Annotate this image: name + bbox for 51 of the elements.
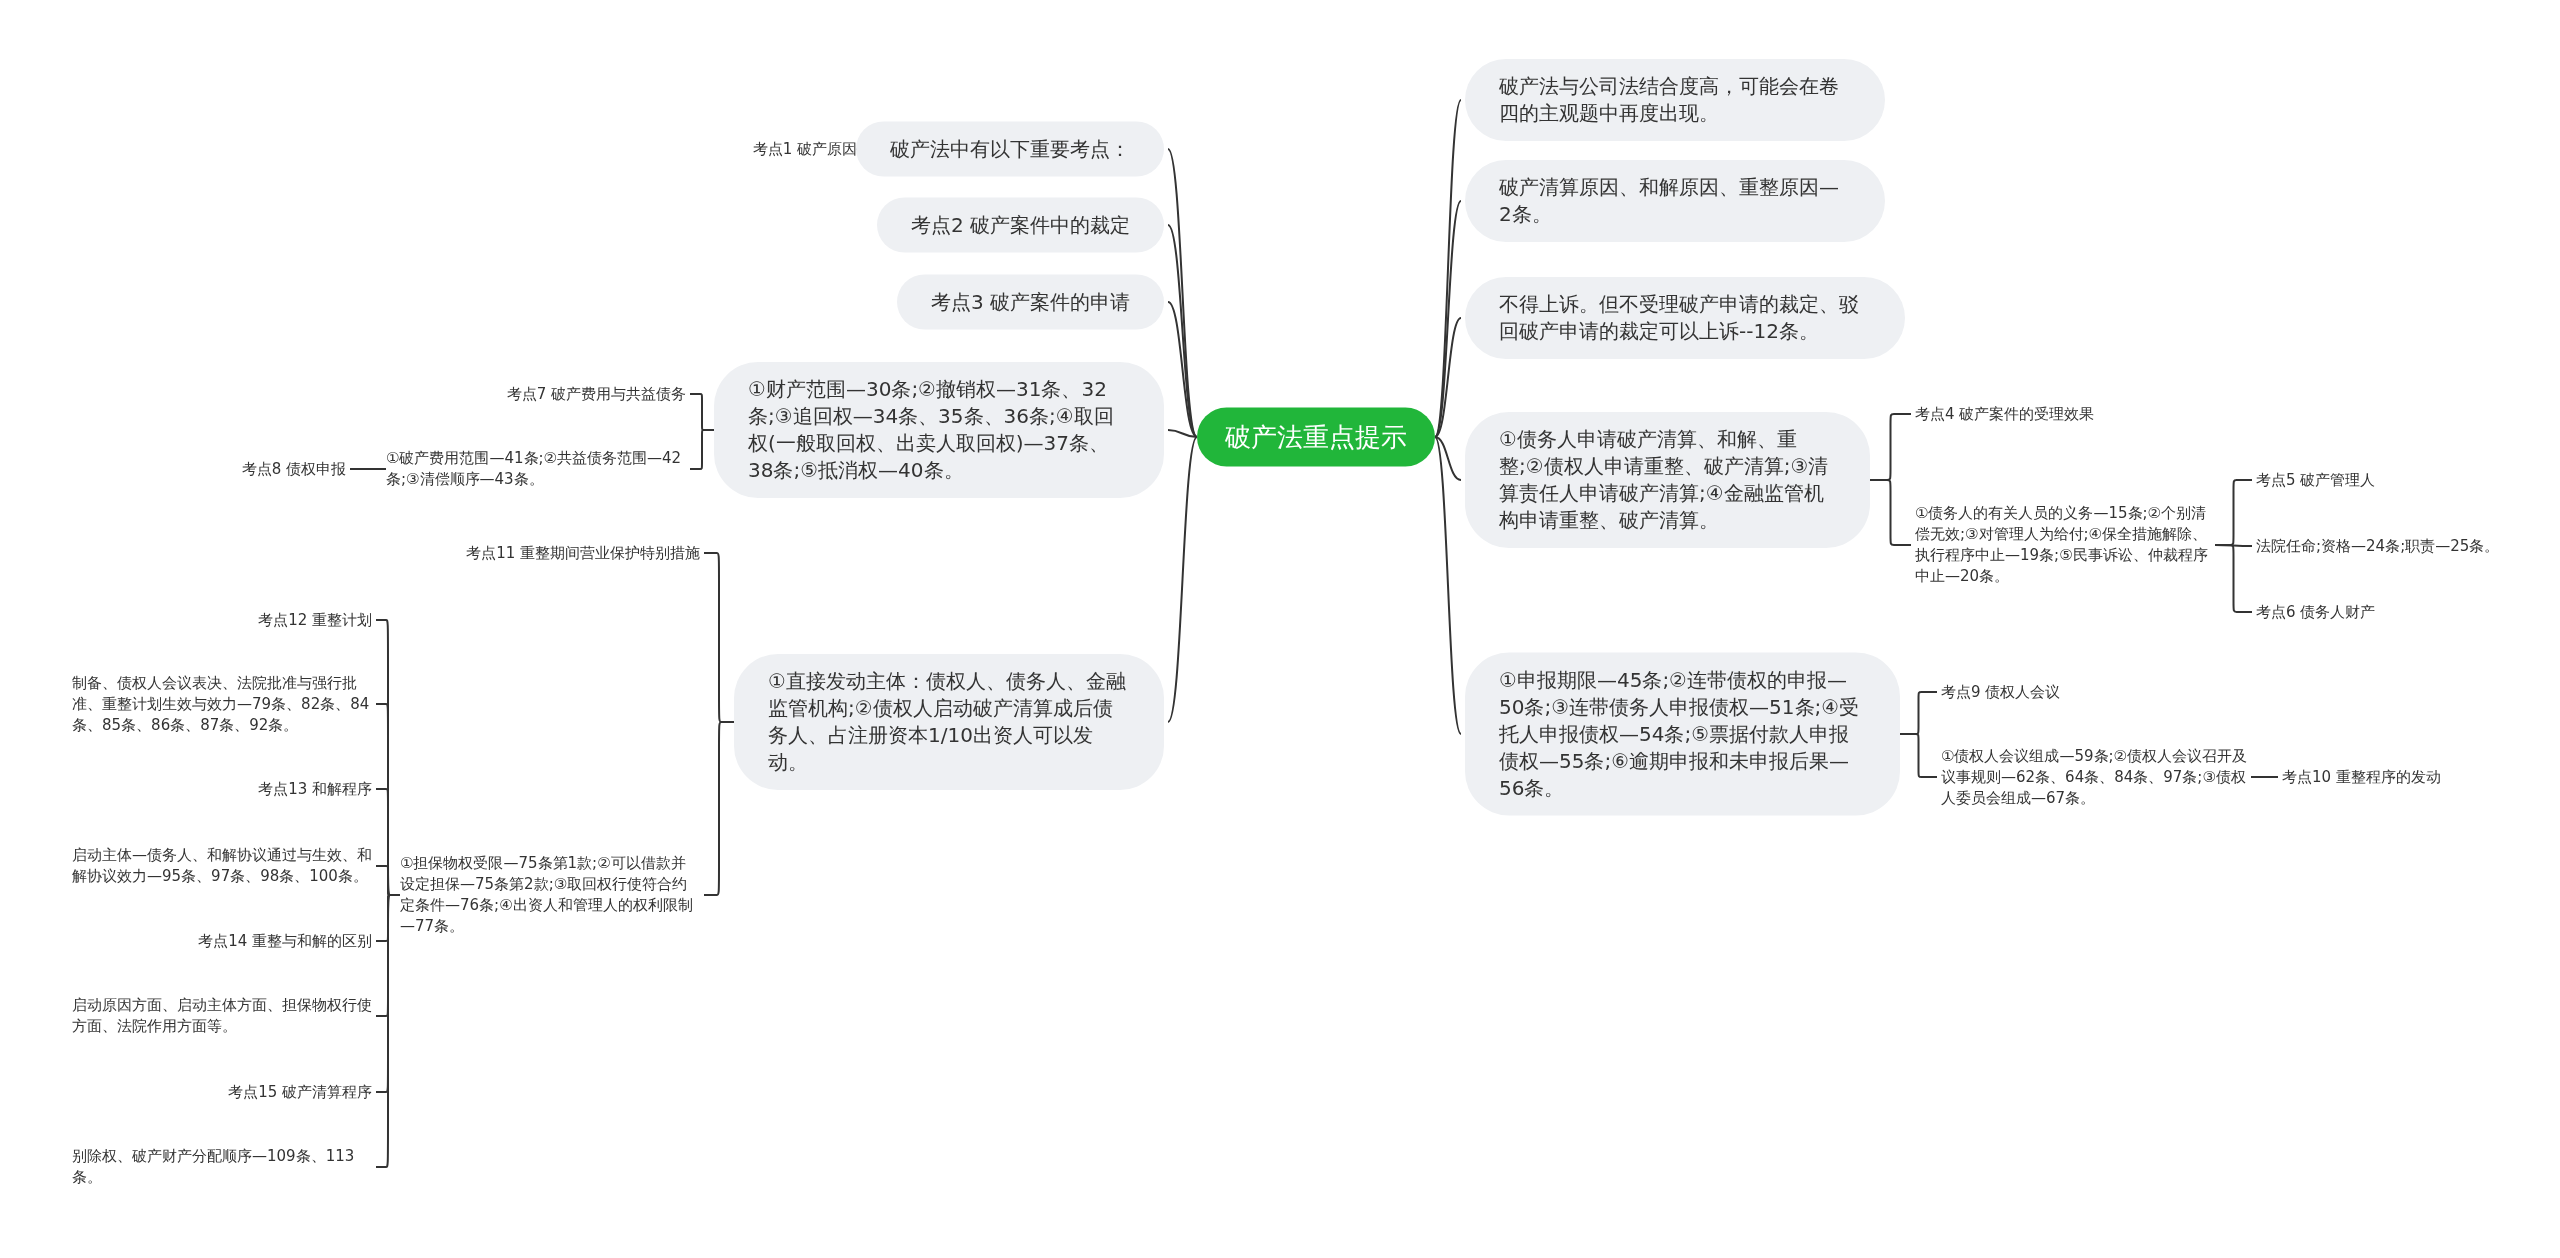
topic-text: 考点3 破产案件的申请 xyxy=(930,288,1130,316)
connector-line xyxy=(1899,733,1938,778)
topic-text: ①申报期限—45条;②连带债权的申报—50条;③连带债务人申报债权—51条;④受托人申报债权—54条;⑤票据付款人申报债权—55条;⑥逾期申报和未申报后果—56条。 xyxy=(1499,666,1861,802)
topic-text: ①直接发动主体：债权人、债务人、金融监管机构;②债权人启动破产清算成后债务人、占注册资本1/10出资人可以发动。 xyxy=(768,668,1127,776)
topic-bubble xyxy=(734,654,1164,790)
subtopic-text: ①债务人的有关人员的义务—15条;②个别清偿无效;③对管理人为给付;④保全措施解除、执行程序中止—19条;⑤民事诉讼、仲裁程序中止—20条。 xyxy=(1915,503,2215,587)
subtopic-text: 考点6 债务人财产 xyxy=(2256,601,2376,623)
subtopic-text: 考点10 重整程序的发动 xyxy=(2282,766,2441,788)
subtopic-text: 启动原因方面、启动主体方面、担保物权行使方面、法院作用方面等。 xyxy=(72,995,372,1037)
connector-line xyxy=(1167,148,1198,438)
subtopic-text: 考点9 债权人会议 xyxy=(1941,681,2061,703)
subtopic-text: 考点11 重整期间营业保护特别措施 xyxy=(466,542,700,564)
topic-text: 破产法中有以下重要考点： xyxy=(890,135,1130,163)
connector-line xyxy=(2250,776,2279,778)
topic-bubble xyxy=(1465,412,1870,548)
topic-text: 破产清算原因、和解原因、重整原因—2条。 xyxy=(1499,174,1840,228)
topic-text: 不得上诉。但不受理破产申请的裁定、驳回破产申请的裁定可以上诉--12条。 xyxy=(1499,291,1860,345)
subtopic-text: 考点4 破产案件的受理效果 xyxy=(1915,403,2095,425)
topic-text: ①财产范围—30条;②撤销权—31条、32条;③追回权—34条、35条、36条;④取回权(一般取回权、出卖人取回权)—37条、38条;⑤抵消权—40条。 xyxy=(748,376,1115,484)
subtopic-text: 考点15 破产清算程序 xyxy=(228,1081,372,1103)
subtopic-text: 考点13 和解程序 xyxy=(258,778,372,800)
subtopic-text: 考点8 债权申报 xyxy=(241,458,346,480)
subtopic-text: 考点14 重整与和解的区别 xyxy=(198,930,372,952)
connector-line xyxy=(1167,429,1198,438)
connector-line xyxy=(689,429,715,470)
central-topic xyxy=(1197,407,1435,467)
subtopic-text: 考点7 破产费用与共益债务 xyxy=(506,383,686,405)
subtopic-text: ①债权人会议组成—59条;②债权人会议召开及议事规则—62条、64条、84条、97条;③债权人委员会组成—67条。 xyxy=(1941,745,2251,809)
subtopic-text: ①破产费用范围—41条;②共益债务范围—42条;③清偿顺序—43条。 xyxy=(386,448,686,490)
connector-line xyxy=(1434,436,1462,481)
topic-bubble xyxy=(714,362,1164,498)
subtopic-text: 制备、债权人会议表决、法院批准与强行批准、重整计划生效与效力—79条、82条、84条、85条、86条、87条、92条。 xyxy=(72,672,372,736)
topic-bubble xyxy=(1465,652,1900,816)
topic-bubble xyxy=(856,121,1164,177)
connector-line xyxy=(1434,200,1462,438)
topic-text: 考点2 破产案件中的裁定 xyxy=(910,211,1130,239)
subtopic-text: 法院任命;资格—24条;职责—25条。 xyxy=(2256,535,2500,557)
connector-line xyxy=(1434,317,1462,438)
subtopic-text: ①担保物权受限—75条第1款;②可以借款并设定担保—75条第2款;③取回权行使符合约定条件—76条;④出资人和管理人的权利限制—77条。 xyxy=(400,853,700,937)
subtopic-text: 别除权、破产财产分配顺序—109条、113条。 xyxy=(72,1146,372,1188)
subtopic-text: 启动主体—债务人、和解协议通过与生效、和解协议效力—95条、97条、98条、100条。 xyxy=(72,845,372,887)
subtopic-text: 考点1 破产原因 xyxy=(752,138,857,160)
topic-text: 破产法与公司法结合度高，可能会在卷四的主观题中再度出现。 xyxy=(1499,73,1840,127)
connector-line xyxy=(1167,301,1198,438)
connector-line xyxy=(349,468,387,470)
connector-line xyxy=(1167,436,1198,723)
subtopic-text: 考点12 重整计划 xyxy=(258,609,372,631)
subtopic-text: 考点5 破产管理人 xyxy=(2256,469,2376,491)
connector-line xyxy=(1434,436,1462,735)
topic-text: ①债务人申请破产清算、和解、重整;②债权人申请重整、破产清算;③清算责任人申请破产清算;④金融监管机构申请重整、破产清算。 xyxy=(1499,426,1830,534)
central-topic-text: 破产法重点提示 xyxy=(1225,420,1407,454)
